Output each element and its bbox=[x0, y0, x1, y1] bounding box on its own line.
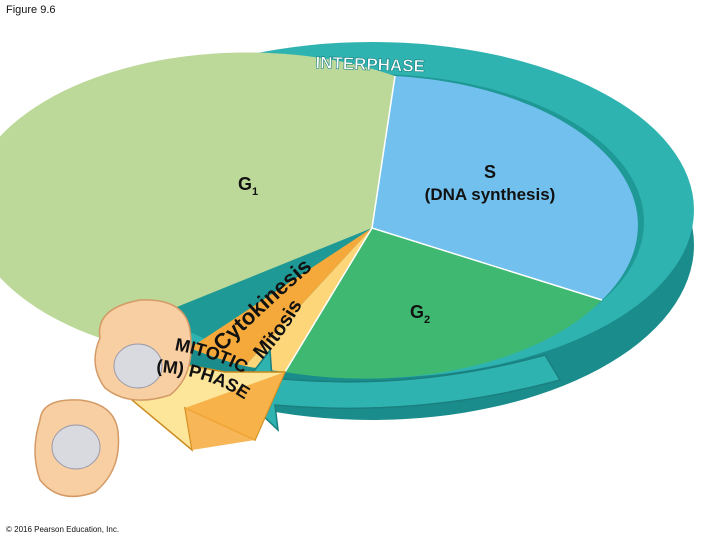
g1-label: G1 bbox=[238, 174, 258, 198]
g1-sub: 1 bbox=[252, 186, 258, 198]
cytokinesis-sector bbox=[190, 228, 372, 366]
g1-main: G bbox=[238, 174, 252, 194]
nucleus-icon bbox=[51, 424, 101, 470]
divider-g1-s bbox=[371, 75, 396, 229]
nucleus-icon bbox=[113, 343, 163, 389]
divider-s-g2 bbox=[371, 227, 603, 301]
g2-sector bbox=[285, 228, 602, 379]
copyright-notice: © 2016 Pearson Education, Inc. bbox=[6, 525, 120, 534]
s-sector bbox=[372, 76, 638, 300]
g2-main: G bbox=[410, 302, 424, 322]
mitosis-sector bbox=[245, 228, 372, 372]
daughter-cell-bottom bbox=[34, 399, 120, 498]
daughter-cell-top bbox=[94, 299, 192, 401]
g2-sub: 2 bbox=[424, 314, 430, 326]
s-sublabel: (DNA synthesis) bbox=[425, 185, 556, 204]
g1-sector bbox=[0, 52, 395, 338]
interphase-label: INTERPHASE bbox=[315, 53, 425, 76]
s-label: S bbox=[484, 162, 496, 182]
g2-label: G2 bbox=[410, 302, 430, 326]
mitotic-arrow-shade bbox=[185, 372, 285, 450]
divider-g2-m bbox=[284, 227, 373, 373]
figure-label: Figure 9.6 bbox=[6, 4, 56, 16]
